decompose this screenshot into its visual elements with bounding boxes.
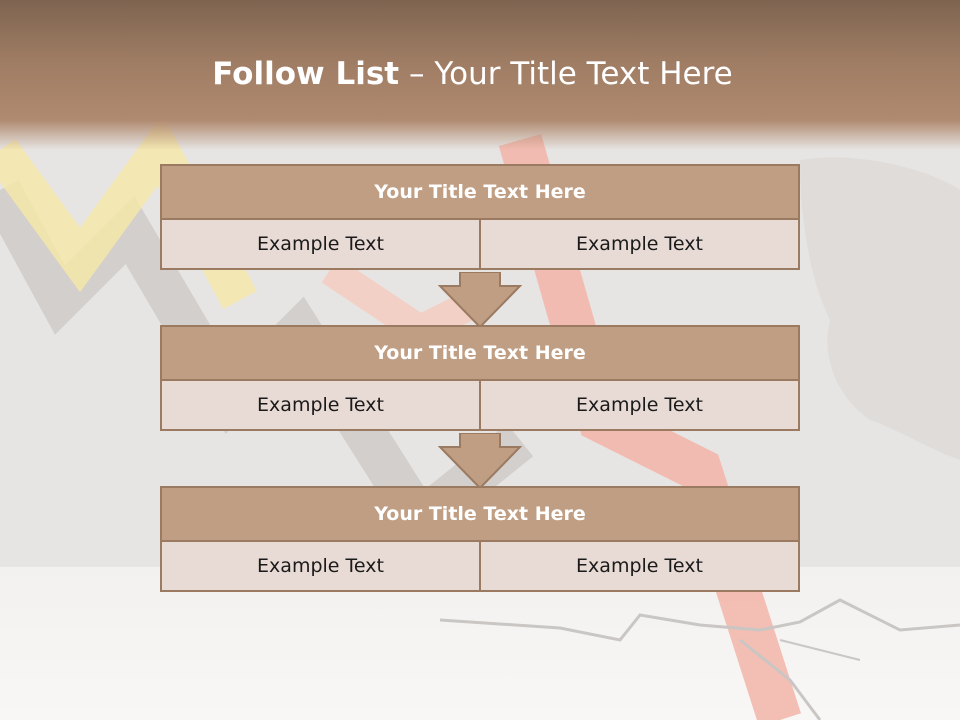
block-cell-left: Example Text	[160, 542, 481, 592]
down-arrow-icon	[438, 272, 522, 328]
block-row: Example Text Example Text	[160, 220, 800, 270]
header-band	[0, 0, 960, 150]
block-cell-right: Example Text	[481, 542, 800, 592]
block-cell-right: Example Text	[481, 381, 800, 431]
block-row: Example Text Example Text	[160, 542, 800, 592]
block-title: Your Title Text Here	[160, 164, 800, 220]
block-row: Example Text Example Text	[160, 381, 800, 431]
slide-title: Follow List – Your Title Text Here	[0, 56, 945, 92]
block-cell-left: Example Text	[160, 220, 481, 270]
follow-block-1: Your Title Text Here Example Text Exampl…	[160, 164, 800, 270]
slide-title-bold: Follow List	[212, 56, 400, 92]
down-arrow-icon	[438, 433, 522, 489]
slide-title-rest: – Your Title Text Here	[399, 56, 733, 92]
block-title: Your Title Text Here	[160, 325, 800, 381]
block-cell-right: Example Text	[481, 220, 800, 270]
follow-block-2: Your Title Text Here Example Text Exampl…	[160, 325, 800, 431]
follow-block-3: Your Title Text Here Example Text Exampl…	[160, 486, 800, 592]
block-cell-left: Example Text	[160, 381, 481, 431]
block-title: Your Title Text Here	[160, 486, 800, 542]
